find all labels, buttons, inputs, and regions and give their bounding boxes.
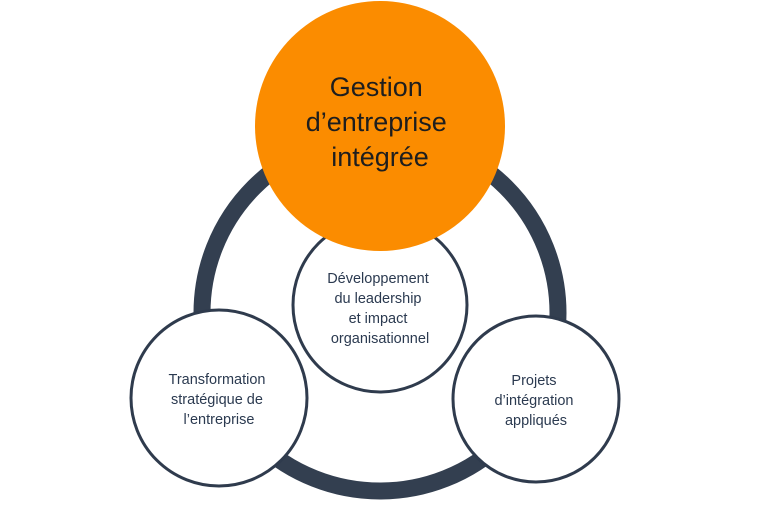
transformation-node: Transformation stratégique de l’entrepri…	[129, 308, 309, 488]
projects-node: Projets d’intégration appliqués	[451, 314, 621, 484]
transformation-label-line: stratégique de	[171, 392, 263, 408]
transformation-circle	[129, 308, 309, 488]
projects-label-line: d’intégration	[494, 393, 573, 409]
projects-circle	[451, 314, 621, 484]
main-circle	[255, 1, 505, 251]
leadership-node: Développement du leadership et impact or…	[291, 216, 469, 394]
main-label-line: d’entreprise	[306, 107, 447, 137]
main-label-line: intégrée	[331, 142, 429, 172]
transformation-label-line: l’entreprise	[184, 412, 255, 428]
transformation-label: Transformation stratégique de l’entrepri…	[169, 372, 270, 428]
leadership-label-line: Développement	[327, 271, 429, 287]
main-node: Gestion d’entreprise intégrée	[255, 1, 505, 251]
leadership-label-line: organisationnel	[331, 331, 429, 347]
leadership-label-line: du leadership	[334, 291, 421, 307]
projects-label-line: appliqués	[505, 413, 567, 429]
projects-label: Projets d’intégration appliqués	[494, 373, 577, 429]
projects-label-line: Projets	[511, 373, 556, 389]
leadership-label-line: et impact	[349, 311, 408, 327]
leadership-label: Développement du leadership et impact or…	[327, 271, 433, 347]
transformation-label-line: Transformation	[169, 372, 266, 388]
main-label: Gestion d’entreprise intégrée	[306, 72, 455, 172]
main-label-line: Gestion	[330, 72, 423, 102]
